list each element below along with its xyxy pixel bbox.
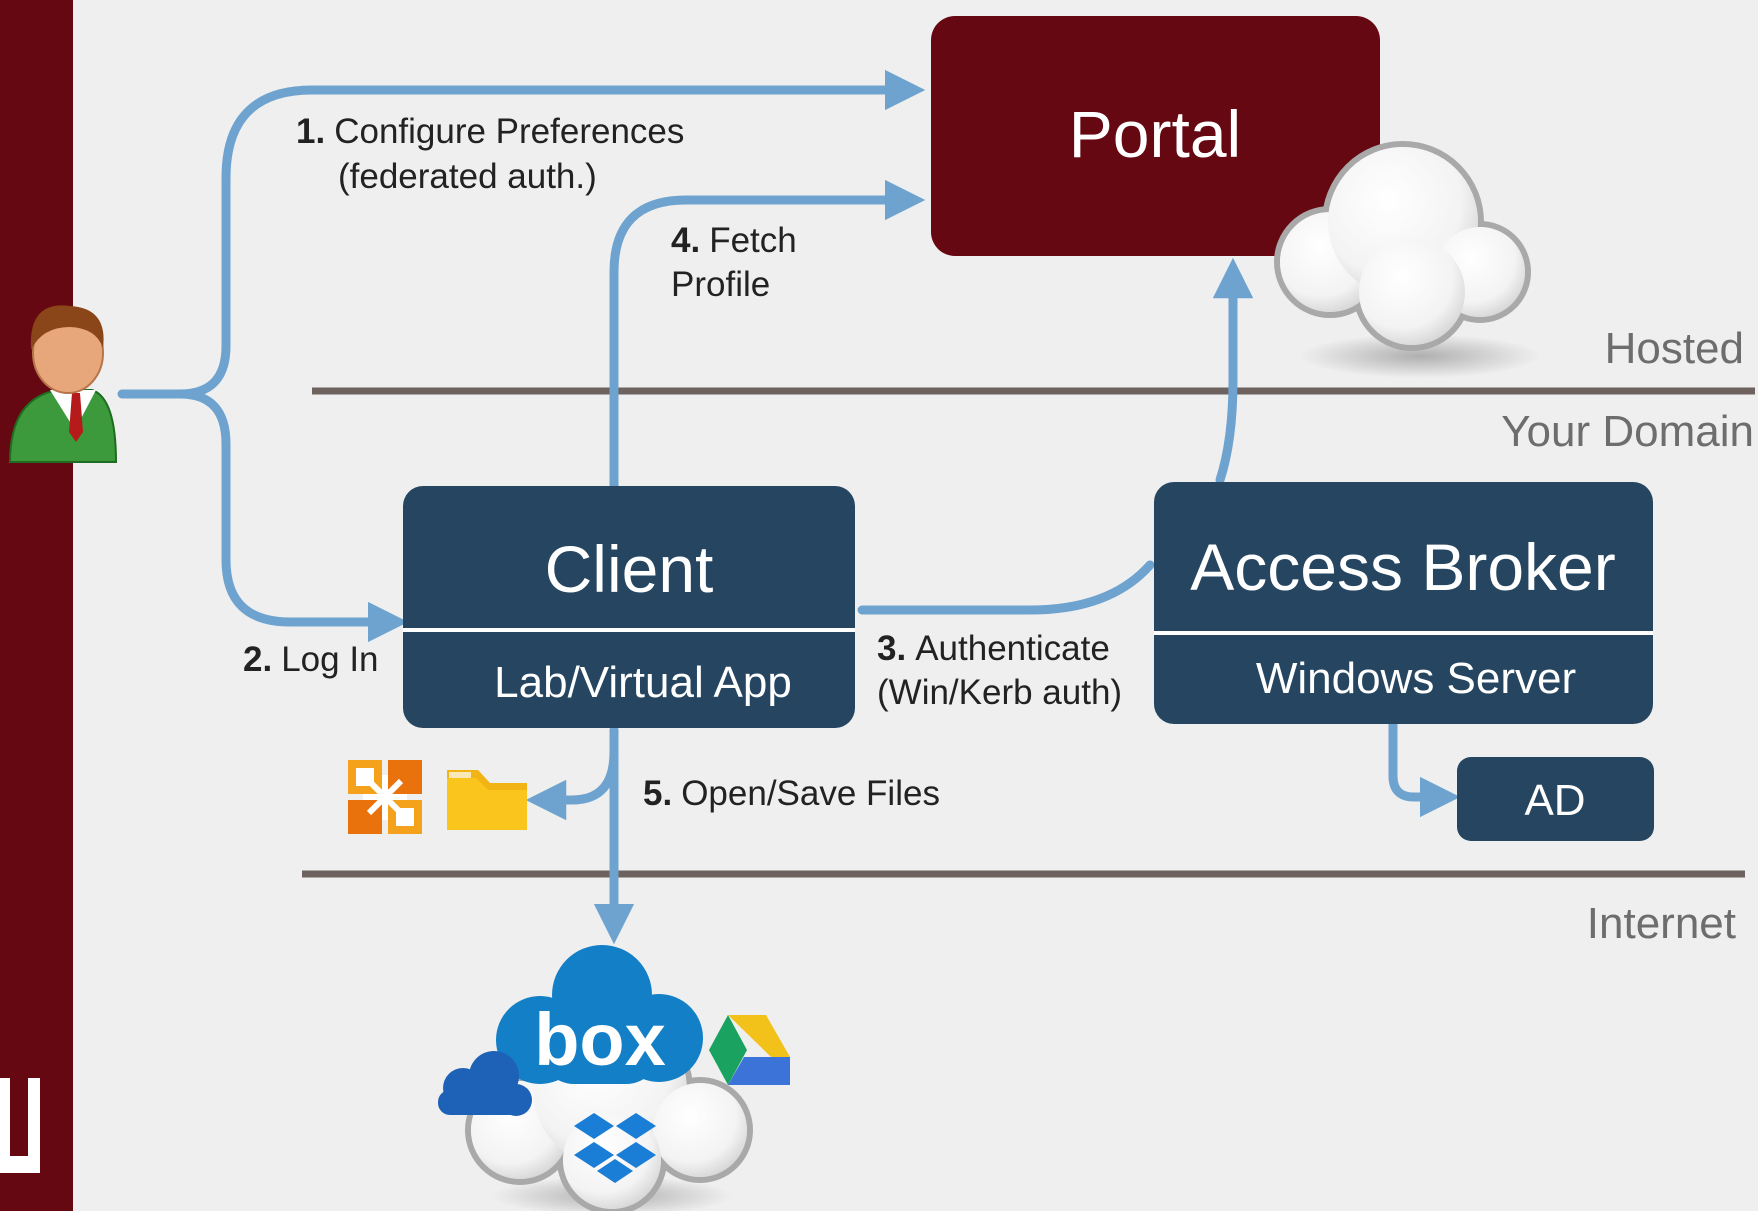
sidebar-logo [0, 1078, 40, 1173]
box-logo-icon: box [496, 945, 703, 1084]
step-5-label: 5.Open/Save Files [643, 774, 940, 813]
arrow-broker-to-portal [1212, 257, 1254, 485]
user-brace-connector [117, 69, 926, 399]
client-subtitle: Lab/Virtual App [494, 658, 792, 707]
step-1-label: 1.Configure Preferences [296, 112, 684, 151]
arrow-authenticate [857, 560, 1155, 615]
access-broker-node[interactable]: Access Broker Windows Server [1154, 482, 1653, 724]
box-wordmark: box [534, 998, 666, 1081]
step-3-label: 3.Authenticate [877, 629, 1110, 668]
zone-label-hosted: Hosted [1605, 324, 1744, 373]
arrow-fetch-profile [609, 179, 926, 491]
access-broker-title: Access Broker [1190, 530, 1615, 604]
google-drive-icon [709, 1015, 790, 1085]
ad-node[interactable]: AD [1457, 757, 1654, 841]
ad-title: AD [1524, 776, 1585, 825]
office-icon [348, 760, 422, 834]
portal-title: Portal [1069, 97, 1241, 171]
arrow-to-local-files [525, 747, 619, 821]
step-3-sublabel: (Win/Kerb auth) [877, 673, 1122, 712]
arrow-broker-to-ad [1388, 719, 1461, 818]
step-4-sublabel: Profile [671, 265, 770, 304]
arrow-login [175, 389, 409, 643]
portal-node[interactable]: Portal [931, 16, 1380, 256]
zone-label-internet: Internet [1587, 899, 1736, 948]
onedrive-icon [438, 1051, 532, 1116]
dropbox-icon [574, 1113, 656, 1183]
step-4-label: 4.Fetch [671, 221, 797, 260]
step-1-sublabel: (federated auth.) [338, 157, 597, 196]
cloud-icon [1274, 141, 1540, 378]
access-broker-subtitle: Windows Server [1256, 654, 1576, 703]
client-node[interactable]: Client Lab/Virtual App [403, 486, 855, 728]
sidebar [0, 0, 73, 1211]
user-icon[interactable] [8, 305, 118, 463]
zone-label-your-domain: Your Domain [1501, 407, 1754, 456]
client-title: Client [545, 532, 714, 606]
step-2-label: 2.Log In [243, 640, 379, 679]
folder-icon [447, 770, 527, 830]
